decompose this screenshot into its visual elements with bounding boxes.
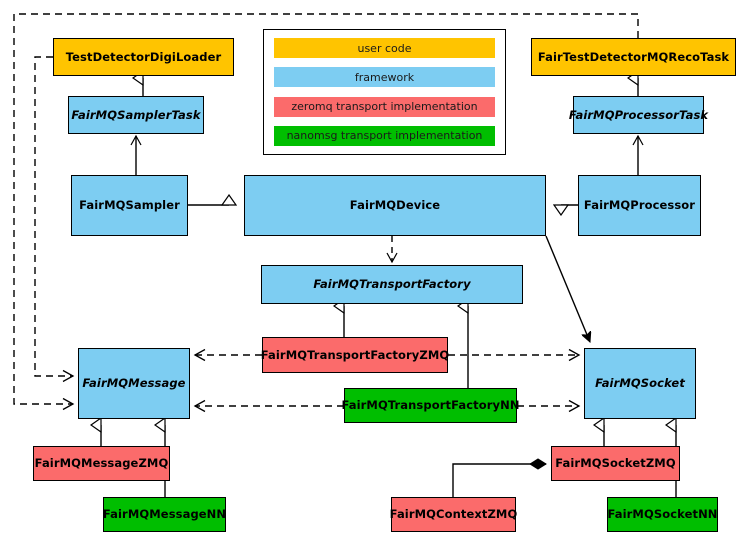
node-fairmqmessage[interactable]: FairMQMessage	[78, 348, 190, 419]
legend-item-zeromq: zeromq transport implementation	[274, 96, 495, 117]
node-fairmqmessagezmq[interactable]: FairMQMessageZMQ	[33, 446, 170, 481]
node-fairmqsampler[interactable]: FairMQSampler	[71, 175, 188, 236]
legend: user code framework zeromq transport imp…	[263, 29, 506, 155]
node-fairmqsocketnn[interactable]: FairMQSocketNN	[607, 497, 718, 532]
legend-item-nanomsg: nanomsg transport implementation	[274, 125, 495, 146]
edge-device-socket	[545, 235, 590, 342]
node-fairmqprocessortask[interactable]: FairMQProcessorTask	[569, 96, 708, 134]
node-fairmqtransportfactory[interactable]: FairMQTransportFactory	[261, 265, 523, 304]
node-fairmqtransportfactorynn[interactable]: FairMQTransportFactoryNN	[341, 388, 519, 423]
legend-item-framework: framework	[274, 67, 495, 88]
node-testdetectordigiloader[interactable]: TestDetectorDigiLoader	[53, 38, 234, 76]
node-fairmqprocessor[interactable]: FairMQProcessor	[578, 175, 701, 236]
node-fairmqsocket[interactable]: FairMQSocket	[584, 348, 696, 419]
node-fairtestdetectormqrecotask[interactable]: FairTestDetectorMQRecoTask	[531, 38, 736, 76]
node-fairmqcontextzmq[interactable]: FairMQContextZMQ	[390, 497, 517, 532]
node-fairmqsocketzmq[interactable]: FairMQSocketZMQ	[551, 446, 680, 481]
edge-contextzmq-socketzmq	[452, 458, 547, 497]
node-fairmqsamplertask[interactable]: FairMQSamplerTask	[68, 96, 204, 134]
node-fairmqdevice[interactable]: FairMQDevice	[244, 175, 546, 236]
legend-item-user-code: user code	[274, 38, 495, 58]
node-fairmqmessagenn[interactable]: FairMQMessageNN	[103, 497, 226, 532]
node-fairmqtransportfactoryzmq[interactable]: FairMQTransportFactoryZMQ	[261, 337, 449, 373]
